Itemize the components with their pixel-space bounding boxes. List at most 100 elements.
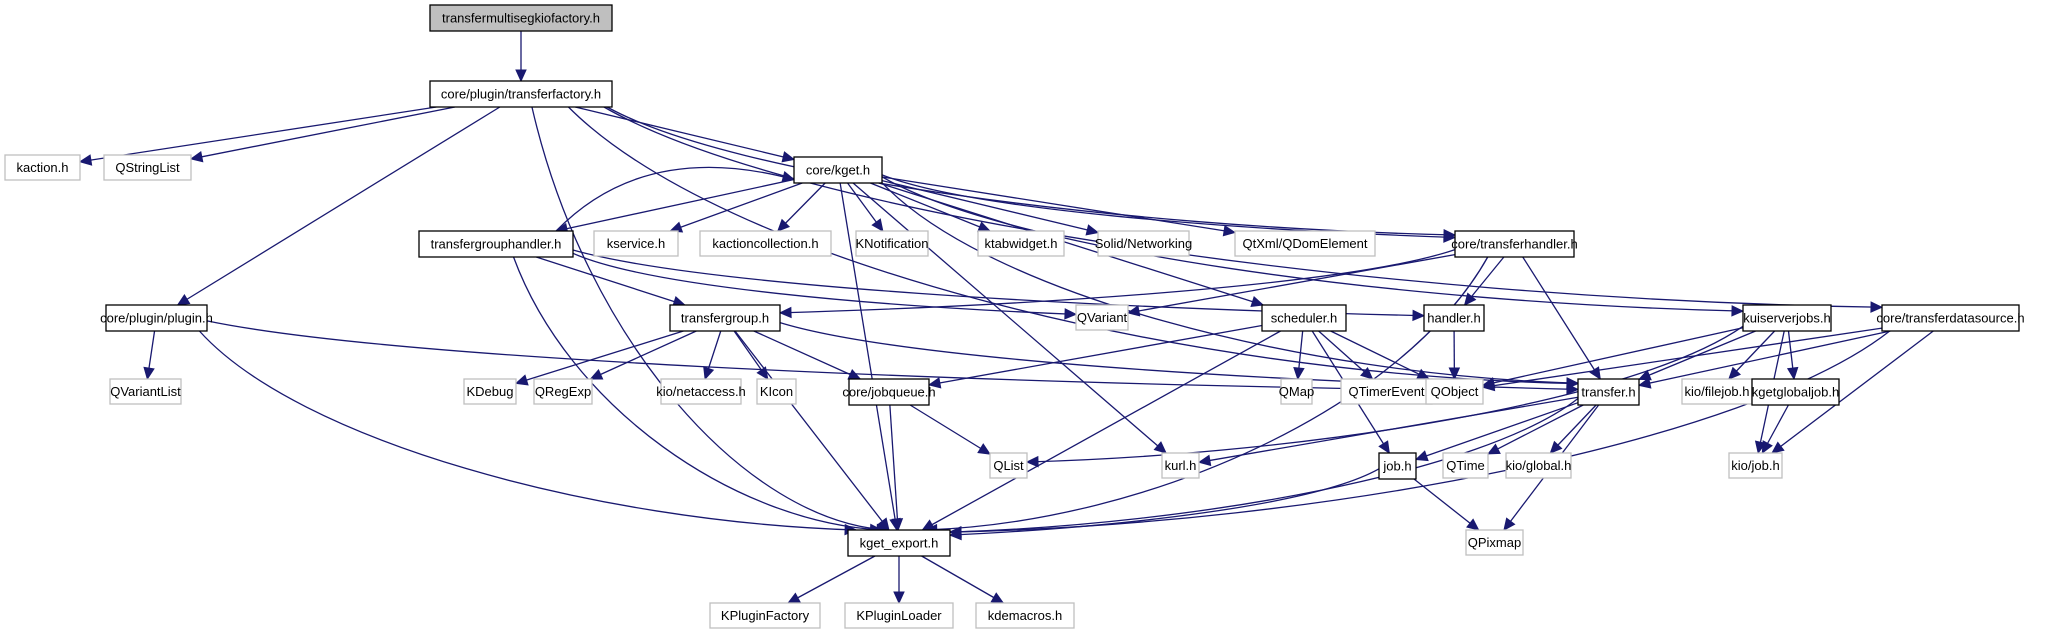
edge-line: [536, 256, 685, 306]
arrowhead-icon: [927, 377, 942, 389]
arrowhead-icon: [1786, 366, 1799, 381]
node-transferfactory[interactable]: core/plugin/transferfactory.h: [429, 80, 613, 108]
arrowhead-icon: [1360, 367, 1374, 380]
node-kgetexport[interactable]: kget_export.h: [847, 529, 951, 557]
node-job[interactable]: job.h: [1378, 452, 1417, 480]
edge-line: [206, 320, 1427, 391]
edge-line: [870, 182, 991, 232]
node-box: [109, 378, 182, 405]
node-plugin[interactable]: core/plugin/plugin.h: [100, 304, 213, 332]
edge-kget-to-transfer: [881, 182, 1580, 389]
node-box: [660, 378, 742, 405]
node-qtimerevent: QTimerEvent: [1340, 378, 1433, 405]
edge-line: [881, 174, 1456, 239]
edge-kgetexport-to-kpluginfactory: [787, 555, 876, 604]
arrowhead-icon: [1728, 366, 1742, 380]
arrowhead-icon: [1761, 440, 1773, 455]
node-label: KDebug: [467, 384, 514, 399]
node-box: [103, 154, 192, 181]
edge-line: [515, 330, 684, 384]
node-box: [977, 230, 1065, 257]
node-label: transfermultisegkiofactory.h: [442, 11, 600, 26]
node-kiojob: kio/job.h: [1728, 452, 1783, 479]
edge-line: [928, 324, 1263, 386]
node-box: [793, 156, 883, 184]
edges-layer: [78, 31, 1934, 605]
nodes-layer: transfermultisegkiofactory.h core/plugin/…: [4, 4, 2025, 629]
arrowhead-icon: [1589, 366, 1601, 381]
edge-job-to-qpixmap: [1413, 478, 1480, 531]
node-box: [418, 230, 574, 258]
node-transfer[interactable]: transfer.h: [1577, 378, 1640, 406]
arrowhead-icon: [1549, 440, 1563, 454]
node-label: core/transferdatasource.h: [1876, 311, 2024, 326]
node-label: QObject: [1431, 384, 1479, 399]
arrowhead-icon: [977, 443, 992, 455]
arrowhead-icon: [1414, 450, 1429, 462]
edge-line: [1415, 402, 1579, 461]
edge-kget-to-transfergrouphandler: [554, 178, 795, 235]
edge-handler-to-qobject: [1448, 330, 1461, 381]
node-kgetglobaljob[interactable]: kgetglobaljob.h: [1751, 378, 1840, 406]
edge-transfergroup-to-kdebug: [514, 330, 684, 386]
arrowhead-icon: [781, 151, 796, 163]
arrowhead-icon: [1153, 441, 1167, 454]
node-box: [1505, 452, 1572, 479]
edge-transferfactory-to-kget: [575, 106, 796, 163]
edge-line: [922, 330, 1281, 531]
node-label: KPluginFactory: [721, 608, 810, 623]
arrowhead-icon: [877, 517, 890, 531]
node-handler[interactable]: handler.h: [1423, 304, 1485, 332]
edge-transfer-to-job: [1414, 402, 1579, 462]
node-transfergrouphandler[interactable]: transfergrouphandler.h: [418, 230, 574, 258]
node-qregexp: QRegExp: [533, 378, 593, 405]
node-label: kurl.h: [1165, 458, 1197, 473]
edge-line: [567, 106, 1579, 385]
edge-transferdatasource-to-transfer: [1637, 330, 1891, 389]
edge-line: [1482, 327, 1744, 386]
node-label: job.h: [1382, 459, 1411, 474]
edge-plugin-to-kgetexport: [198, 330, 858, 536]
edge-transferdatasource-to-kiojob: [1771, 330, 1934, 454]
node-label: KNotification: [856, 236, 929, 251]
node-label: QStringList: [115, 160, 180, 175]
arrowhead-icon: [143, 366, 155, 381]
edge-line: [881, 182, 1579, 384]
node-box: [1234, 230, 1376, 257]
edge-transfergrouphandler-to-transfergroup: [536, 256, 686, 307]
edge-kuiserverjobs-to-filejob: [1728, 330, 1776, 380]
arrowhead-icon: [1250, 296, 1265, 308]
edge-line: [603, 106, 1883, 308]
edge-line: [779, 248, 1456, 314]
node-label: scheduler.h: [1271, 311, 1338, 326]
edge-line: [787, 555, 876, 604]
node-label: Solid/Networking: [1095, 236, 1193, 251]
edge-line: [881, 179, 1099, 234]
node-kuiserverjobs[interactable]: kuiserverjobs.h: [1742, 304, 1832, 332]
edge-transfergroup-to-kicon: [733, 330, 769, 380]
node-transferdatasource[interactable]: core/transferdatasource.h: [1876, 304, 2025, 332]
edge-line: [190, 106, 456, 160]
node-label: transfergroup.h: [681, 311, 769, 326]
node-box: [593, 230, 679, 257]
node-scheduler[interactable]: scheduler.h: [1261, 304, 1347, 332]
node-transfergroup[interactable]: transfergroup.h: [669, 304, 781, 332]
edge-transfergrouphandler-to-qvariant: [572, 252, 1078, 320]
node-qdomelement: QtXml/QDomElement: [1234, 230, 1376, 257]
arrowhead-icon: [1443, 231, 1457, 243]
node-qobject: QObject: [1425, 378, 1484, 405]
node-label: core/transferhandler.h: [1451, 237, 1577, 252]
node-label: QVariant: [1077, 310, 1128, 325]
node-box: [429, 80, 613, 108]
node-box: [1423, 304, 1485, 332]
node-transferhandler[interactable]: core/transferhandler.h: [1451, 230, 1578, 258]
node-jobqueue[interactable]: core/jobqueue.h: [842, 378, 936, 406]
node-label: core/jobqueue.h: [842, 385, 935, 400]
node-box: [1280, 378, 1313, 405]
node-kget[interactable]: core/kget.h: [793, 156, 883, 184]
edge-line: [1330, 330, 1430, 380]
node-label: KPluginLoader: [856, 608, 942, 623]
node-box: [1742, 304, 1832, 332]
node-label: kio/filejob.h: [1684, 384, 1749, 399]
node-root[interactable]: transfermultisegkiofactory.h: [429, 4, 613, 32]
